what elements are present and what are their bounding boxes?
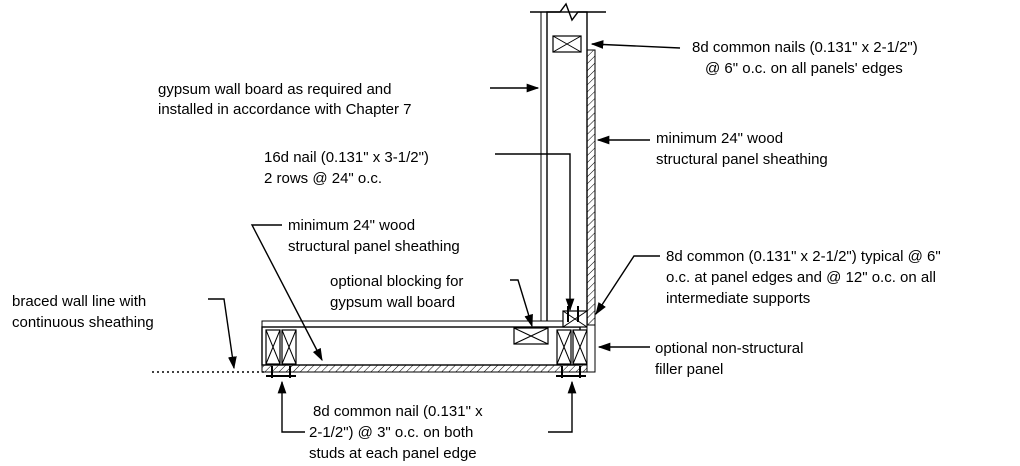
filler-panel-label: optional non-structural filler panel — [655, 340, 808, 378]
sheathing-right-label: minimum 24" wood structural panel sheath… — [656, 130, 828, 168]
gypsum-board-label: gypsum wall board as required and instal… — [158, 81, 411, 118]
corner-stud-2-cross — [572, 329, 588, 365]
optional-blocking-label: optional blocking for gypsum wall board — [330, 273, 468, 311]
nails-8d-typical-label: 8d common (0.131" x 2-1/2") typical @ 6"… — [666, 248, 945, 307]
top-blocking-cross — [552, 35, 582, 53]
horizontal-wall-gypsum-board — [261, 320, 581, 328]
nails-8d-top-label: 8d common nails (0.131" x 2-1/2") @ 6" o… — [692, 39, 922, 77]
left-end-stud-2-cross — [281, 329, 297, 365]
corner-nails — [556, 366, 586, 378]
left-end-nails — [266, 366, 296, 378]
vertical-wall-sheathing — [586, 49, 596, 373]
vertical-wall-gypsum-board — [540, 11, 548, 326]
wall-assembly — [152, 2, 606, 378]
braced-wall-line-label: braced wall line with continuous sheathi… — [12, 293, 154, 331]
filler-panel — [586, 324, 596, 373]
leader-lines — [208, 40, 681, 433]
break-line — [530, 2, 606, 22]
vertical-wall-stud-cavity — [546, 11, 588, 326]
horizontal-wall-sheathing — [261, 364, 596, 373]
optional-blocking-cross — [513, 327, 549, 345]
nail-8d-bottom-label: 8d common nail (0.131" x 2-1/2") @ 3" o.… — [309, 403, 487, 462]
callout-labels: gypsum wall board as required and instal… — [12, 39, 945, 462]
corner-stud-1-cross — [556, 329, 572, 365]
sheathing-left-label: minimum 24" wood structural panel sheath… — [288, 217, 460, 255]
left-end-stud-1-cross — [265, 329, 281, 365]
nail-16d-label: 16d nail (0.131" x 3-1/2") 2 rows @ 24" … — [264, 149, 433, 187]
